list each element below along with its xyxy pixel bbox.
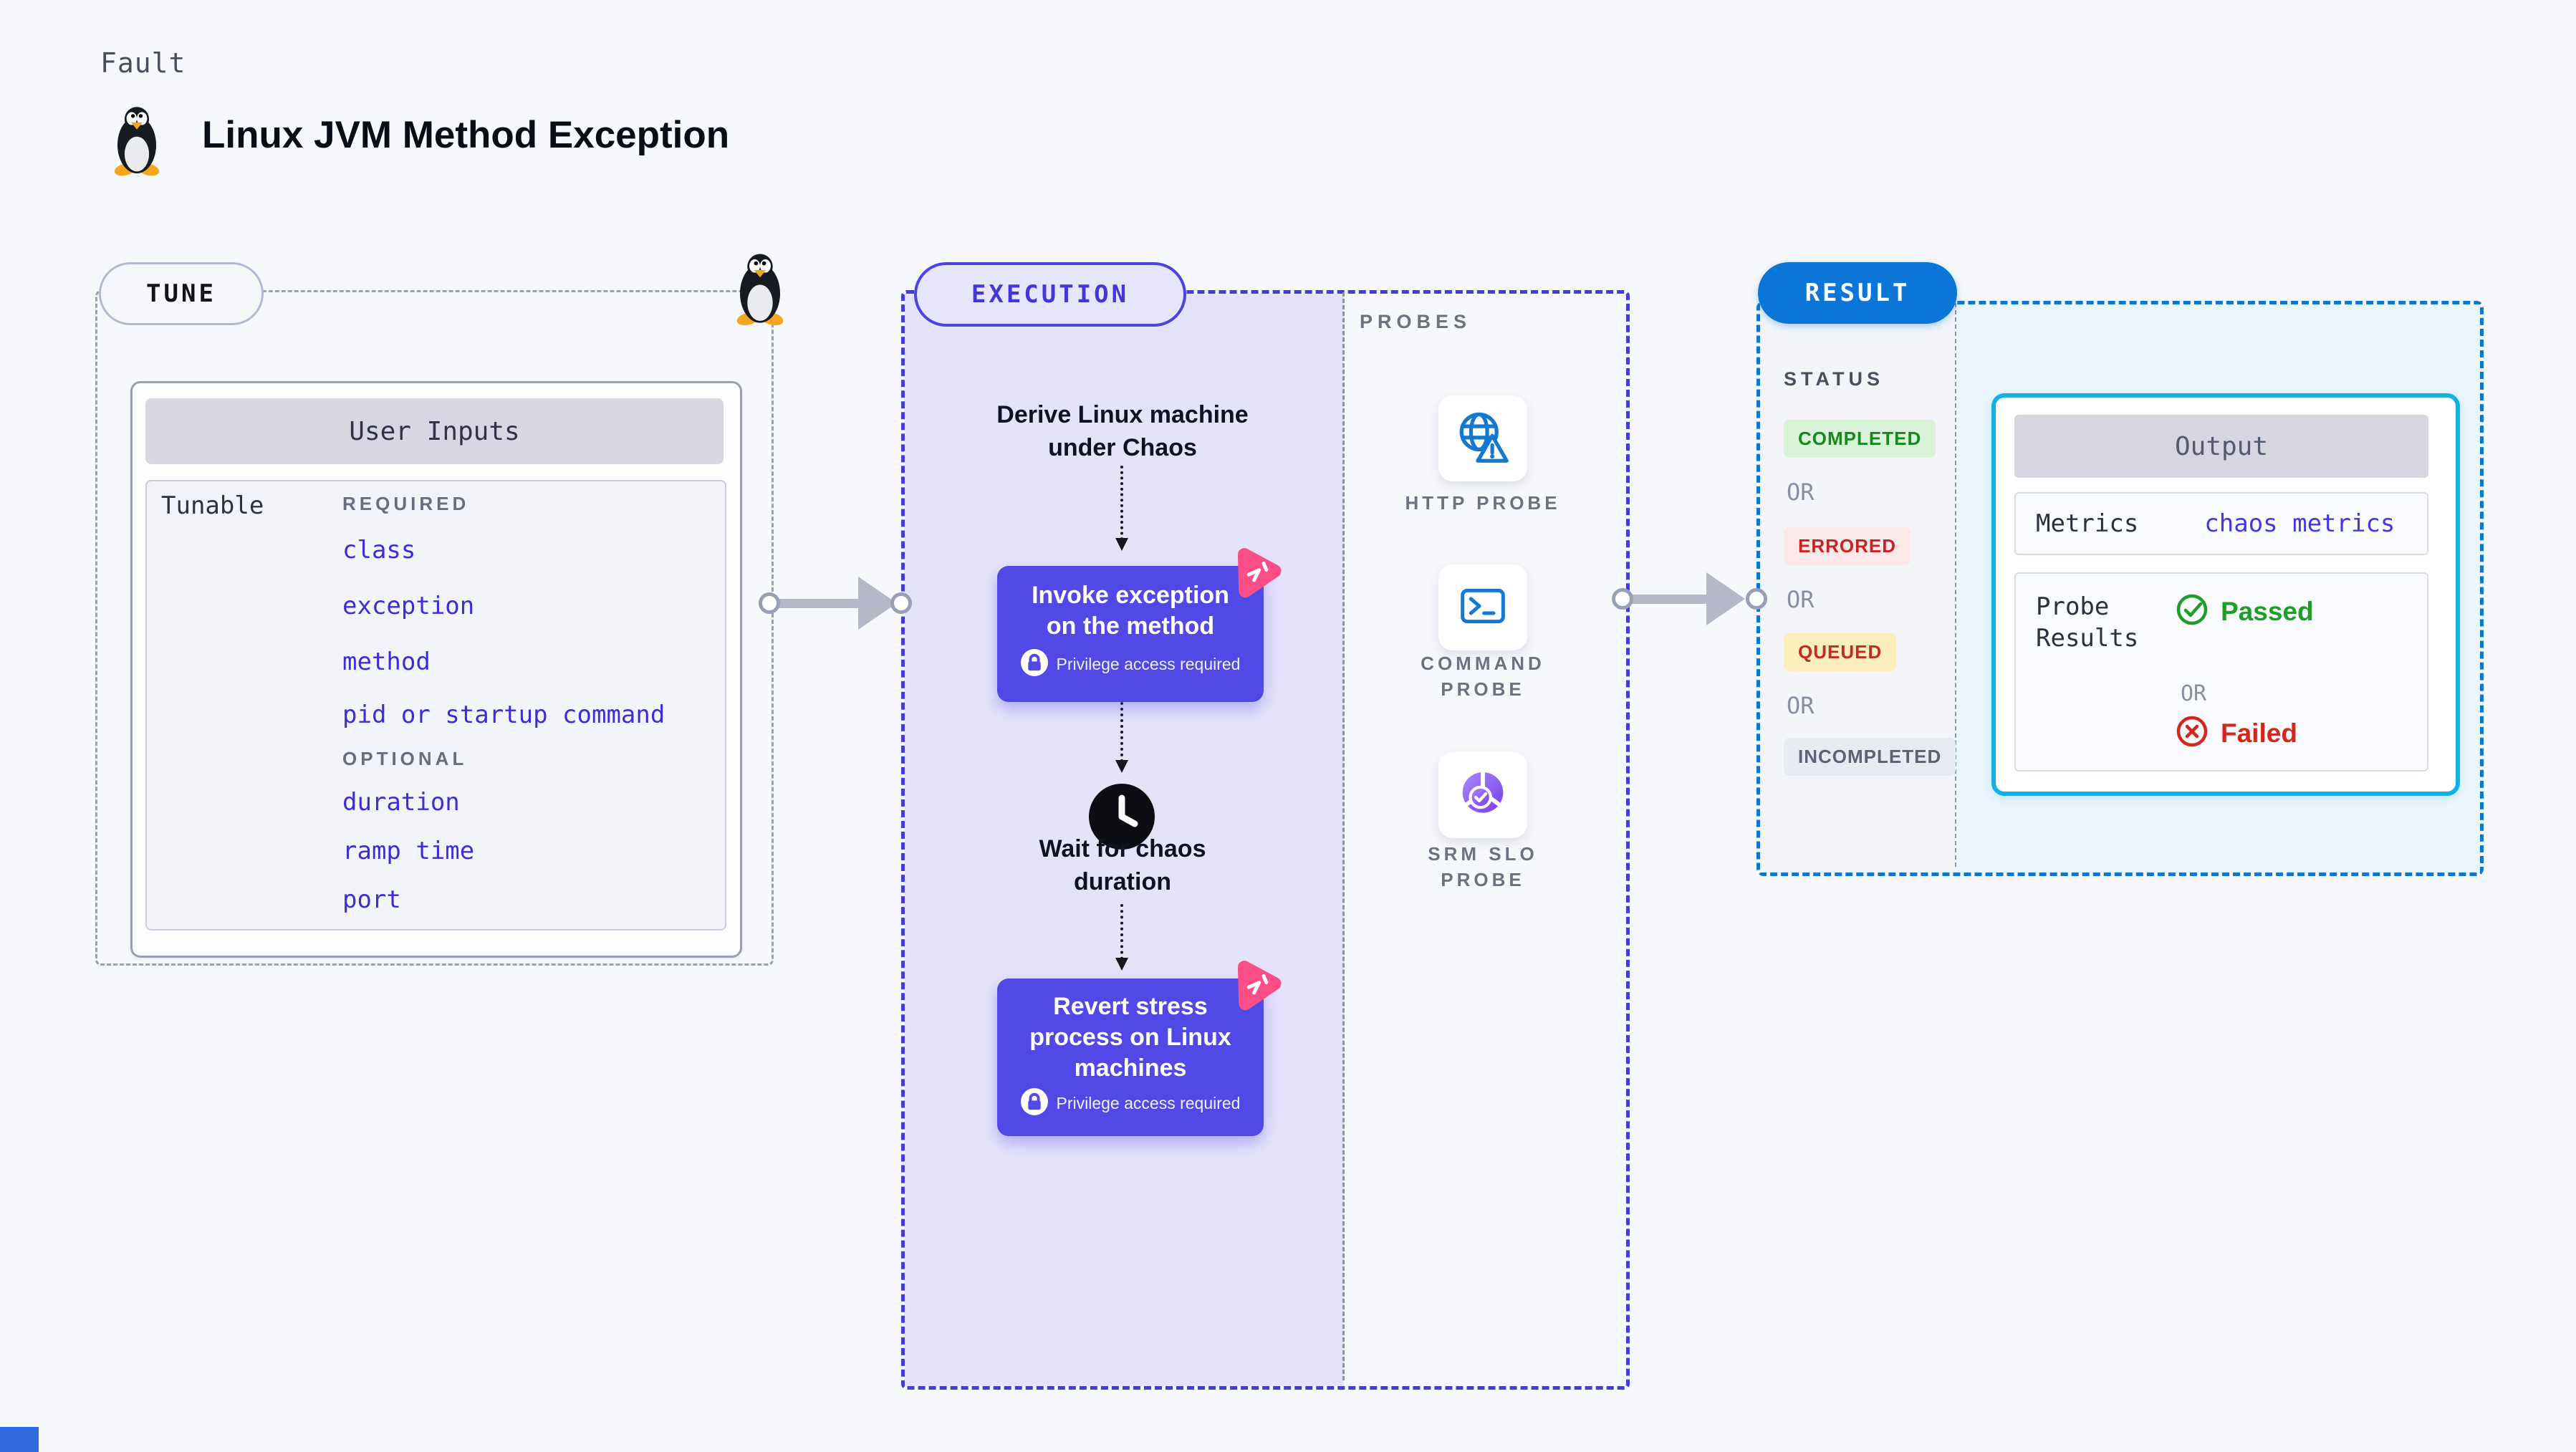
command-probe-label: COMMAND PROBE xyxy=(1421,653,1545,700)
tunable-link-exception[interactable]: exception xyxy=(342,592,475,620)
tunable-table xyxy=(145,480,726,931)
slo-donut-icon xyxy=(1454,765,1512,826)
or-separator: OR xyxy=(1787,692,1815,719)
revert-stress-node[interactable]: Revert stress process on Linux machines … xyxy=(997,979,1264,1136)
fault-eyebrow: Fault xyxy=(100,47,186,79)
status-label: STATUS xyxy=(1784,368,1884,390)
flow-arrow-down xyxy=(1115,466,1128,551)
probe-results-row: Probe Results Passed OR xyxy=(2014,572,2428,771)
status-badge-queued: QUEUED xyxy=(1784,633,1897,671)
connector-dot xyxy=(1612,588,1633,610)
chaos-fault-icon xyxy=(1226,957,1284,1014)
derive-step-text: Derive Linux machine under Chaos xyxy=(996,401,1249,461)
or-separator: OR xyxy=(2181,681,2207,706)
user-inputs-header: User Inputs xyxy=(145,398,724,464)
lock-icon xyxy=(1019,1087,1049,1119)
probes-label: PROBES xyxy=(1360,311,1472,332)
required-label: REQUIRED xyxy=(342,493,470,514)
metrics-row: Metrics chaos metrics xyxy=(2014,492,2428,555)
result-pill: RESULT xyxy=(1758,262,1957,324)
metrics-label: Metrics xyxy=(2036,509,2139,538)
privilege-note: Privilege access required xyxy=(1056,655,1241,673)
tunable-link-ramp-time[interactable]: ramp time xyxy=(342,837,475,865)
tunable-link-method[interactable]: method xyxy=(342,648,431,676)
srm-slo-probe-card xyxy=(1438,752,1527,838)
probe-results-label: Probe Results xyxy=(2036,592,2139,653)
connector-dot xyxy=(890,592,912,614)
corner-accent xyxy=(0,1427,39,1452)
execution-probes-divider xyxy=(1342,292,1345,1380)
output-header: Output xyxy=(2014,415,2428,478)
status-badge-errored: ERRORED xyxy=(1784,527,1911,565)
wait-step-text: Wait for chaos duration xyxy=(1039,835,1206,895)
http-probe-card xyxy=(1438,395,1527,481)
chaos-fault-icon xyxy=(1226,544,1284,602)
linux-penguin-icon xyxy=(105,102,169,181)
status-column-background xyxy=(1760,304,1955,872)
tune-section-box xyxy=(95,290,774,966)
tunable-row-label: Tunable xyxy=(161,491,264,520)
execution-to-result-connector xyxy=(1623,595,1712,604)
or-separator: OR xyxy=(1787,586,1815,613)
or-separator: OR xyxy=(1787,479,1815,506)
probe-result-passed: Passed xyxy=(2175,592,2314,630)
privilege-note: Privilege access required xyxy=(1056,1094,1241,1112)
probe-result-failed: Failed xyxy=(2175,714,2297,752)
status-badge-completed: COMPLETED xyxy=(1784,420,1936,458)
status-output-divider xyxy=(1955,303,1956,867)
lock-icon xyxy=(1019,648,1049,680)
execution-to-result-arrowhead xyxy=(1706,572,1745,625)
flow-arrow-down xyxy=(1115,904,1128,971)
status-badge-incompleted: INCOMPLETED xyxy=(1784,738,1956,776)
page-title: Linux JVM Method Exception xyxy=(202,114,730,156)
tunable-link-pid-or-startup-command[interactable]: pid or startup command xyxy=(342,701,665,729)
tunable-link-duration[interactable]: duration xyxy=(342,788,460,817)
check-circle-icon xyxy=(2175,592,2209,630)
output-card: Output Metrics chaos metrics Probe Resul… xyxy=(1991,393,2460,796)
flow-arrow-down xyxy=(1115,696,1128,773)
http-probe-label: HTTP PROBE xyxy=(1405,492,1561,514)
connector-dot xyxy=(1746,588,1767,610)
x-circle-icon xyxy=(2175,714,2209,752)
metrics-value-link[interactable]: chaos metrics xyxy=(2204,509,2395,538)
srm-slo-probe-label: SRM SLO PROBE xyxy=(1428,843,1538,890)
execution-pill: EXECUTION xyxy=(914,262,1186,327)
tune-pill: TUNE xyxy=(99,262,264,325)
terminal-icon xyxy=(1454,577,1512,638)
connector-dot xyxy=(759,592,780,614)
command-probe-card xyxy=(1438,564,1527,650)
clock-icon xyxy=(1087,782,1156,851)
tunable-link-class[interactable]: class xyxy=(342,536,416,564)
tune-to-execution-connector xyxy=(769,599,865,608)
invoke-exception-node[interactable]: Invoke exception on the method Privilege… xyxy=(997,566,1264,702)
linux-penguin-icon xyxy=(726,249,794,330)
optional-label: OPTIONAL xyxy=(342,748,468,769)
globe-alert-icon xyxy=(1453,407,1513,471)
tunable-link-port[interactable]: port xyxy=(342,885,401,914)
